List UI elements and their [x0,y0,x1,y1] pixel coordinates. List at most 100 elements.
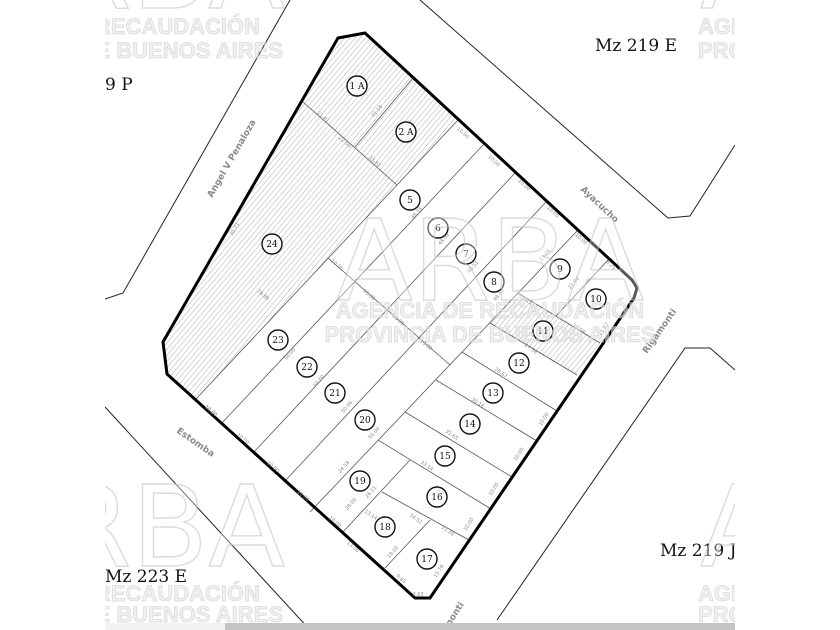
street-lines [105,0,735,630]
watermark-logo-center: ARBA [336,197,644,327]
lot-number: 10 [590,295,602,305]
lot-marker-13[interactable]: 13 [482,382,504,404]
lot-number: 9 [557,265,563,275]
watermark-line1-bl: AGENCIA DE RECAUDACIÓN [0,581,260,606]
lot-boundary-line [435,379,538,442]
lot-marker-7[interactable]: 7 [455,243,477,265]
lot-marker-10[interactable]: 10 [585,288,607,310]
lot-circle [349,470,371,492]
lot-marker-17[interactable]: 17 [416,548,438,570]
dimension-label: 3.63 [412,592,423,598]
block-label-mz-223-e: Mz 223 E [105,567,187,587]
lot-number: 16 [431,493,443,503]
lot-marker-8[interactable]: 8 [483,271,505,293]
lot-boundary-line [220,143,485,425]
dimension-label: 8.25 [605,259,617,271]
lot-circle [508,352,530,374]
lot-circle [267,329,289,351]
lot-marker-14[interactable]: 14 [459,413,481,435]
lot-marker-20[interactable]: 20 [354,409,376,431]
watermark-line2-tl: PROVINCIA DE BUENOS AIRES [0,38,283,63]
watermark-line1-br: AGENCIA DE RECAUDACIÓN [698,581,840,606]
lot-number: 5 [407,196,413,206]
lot-marker-15[interactable]: 15 [434,445,456,467]
lot-circle [296,356,318,378]
lot-marker-5[interactable]: 5 [399,189,421,211]
lot-boundary-line [327,257,451,366]
lot-number: 12 [513,359,524,369]
lot-boundary-line [461,351,558,412]
lot-circle [459,413,481,435]
street-edge-estomba [105,406,311,630]
lot-circle [455,243,477,265]
lot-number: 13 [487,389,499,399]
lot-marker-19[interactable]: 19 [349,470,371,492]
lot-marker-22[interactable]: 22 [296,356,318,378]
lot-circle [324,382,346,404]
lot-number: 21 [329,389,340,399]
dimension-label: 9.85 [395,573,407,585]
lot-circle [549,258,571,280]
lot-circle [483,271,505,293]
lot-boundary-line [354,77,414,148]
lot-boundary-line [404,411,513,478]
lot-marker-12[interactable]: 12 [508,352,530,374]
lot-circle [427,217,449,239]
lot-boundary-line [384,519,431,569]
lot-circle [482,382,504,404]
lot-boundary-line [342,459,411,533]
scrollbar-track [105,623,225,630]
street-edge-angel [105,0,291,300]
watermark-logo-tl: ARBA [0,0,285,35]
lot-boundary-line [555,259,609,317]
lot-circle [374,516,396,538]
lot-marker-2a[interactable]: 2 A [395,121,417,143]
lot-boundary-line [194,184,398,401]
lot-number: 8 [491,278,497,288]
lot-marker-21[interactable]: 21 [324,382,346,404]
horizontal-scrollbar[interactable] [225,623,735,630]
lot-marker-1a[interactable]: 1 A [346,75,368,97]
lot-circle [346,75,368,97]
block-label-mz-219-e: Mz 219 E [595,36,677,56]
lot-boundary-line [283,201,547,483]
watermark-line2-center: PROVINCIA DE BUENOS AIRES [325,322,656,347]
lot-circle [395,121,417,143]
watermark-logo-bl: ARBA [0,463,285,593]
lot-number: 14 [464,420,476,430]
lot-number: 24 [266,240,278,250]
lot-labels: 24 1 A 2 A 5 6 7 8 9 10 11 12 13 14 15 16 17 18 19 20 21 22 2… [261,75,607,570]
lot-circle [416,548,438,570]
lot-circle [434,445,456,467]
watermark-line2-tr: PROVINCIA DE BUENOS AIRES [698,38,840,63]
lot-number: 15 [439,452,451,462]
lot-boundary-line [489,322,578,376]
lot-marker-6[interactable]: 6 [427,217,449,239]
lot-circle [426,486,448,508]
lot-number: 1 A [349,82,365,92]
lot-boundary-line [517,292,601,344]
lot-number: 23 [272,336,284,346]
lot-number: 17 [421,555,433,565]
lot-number: 19 [354,477,366,487]
lot-marker-9[interactable]: 9 [549,258,571,280]
lot-marker-24[interactable]: 24 [261,233,283,255]
lot-number: 7 [463,250,469,260]
lot-lines [194,77,609,569]
block-label-mz-219-j: Mz 219 J [660,541,737,561]
lot-boundary-line [381,491,470,541]
lot-marker-18[interactable]: 18 [374,516,396,538]
lot-boundary-line [252,172,516,454]
block-label-p: 9 P [105,75,133,95]
lot-number: 11 [537,327,548,337]
street-edge-ayacucho [419,0,735,219]
lot-marker-11[interactable]: 11 [532,320,554,342]
lot-marker-23[interactable]: 23 [267,329,289,351]
lot-number: 6 [435,224,441,234]
lot-circle [532,320,554,342]
lot-boundary-line [377,439,492,510]
lot-boundary-line [396,119,459,186]
lot-marker-16[interactable]: 16 [426,486,448,508]
